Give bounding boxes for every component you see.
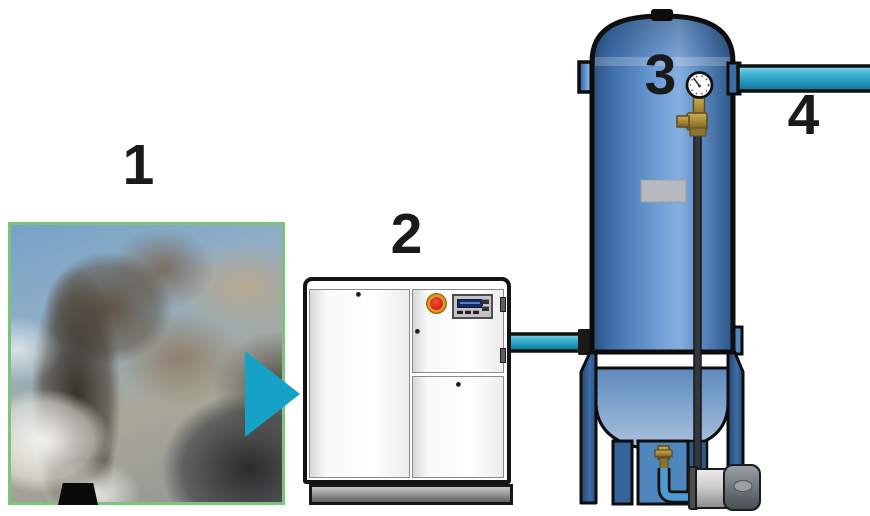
compressor-lower-panel — [412, 376, 504, 478]
tank-label-plate — [640, 179, 687, 203]
compressor-to-tank-pipe — [507, 332, 592, 353]
label-3: 3 — [644, 43, 677, 107]
tank-dome-shading — [592, 16, 733, 70]
label-2: 2 — [390, 202, 423, 266]
smokestack-image — [11, 225, 282, 502]
gauge-elbow-spout — [676, 115, 690, 128]
door-hinge — [500, 297, 506, 312]
lcd-screen — [457, 299, 483, 308]
gauge-needle — [692, 77, 701, 87]
drain-valve-stem — [659, 457, 669, 470]
screw-icon — [356, 292, 361, 297]
screw-icon — [456, 382, 461, 387]
smoke-photo — [8, 222, 285, 505]
label-1: 1 — [122, 133, 155, 197]
gauge-hub — [698, 84, 701, 88]
gauge-elbow — [686, 112, 708, 131]
display-button — [465, 310, 471, 314]
flow-arrow-icon — [245, 351, 300, 437]
gauge-nut — [689, 127, 707, 137]
tank-bottom-dome — [594, 366, 730, 452]
display-button — [473, 310, 479, 314]
outlet-pipe — [736, 64, 870, 93]
condensate-hose — [693, 133, 702, 483]
compressor-unit — [303, 277, 511, 484]
door-hinge — [500, 348, 506, 363]
display-side-button — [482, 299, 489, 304]
tank-leg-left — [579, 346, 598, 505]
auto-drain-badge — [733, 480, 753, 492]
label-4: 4 — [787, 83, 820, 147]
compressor-left-door — [309, 289, 410, 478]
control-display — [452, 294, 493, 319]
emergency-stop-button — [430, 297, 443, 310]
screw-icon — [415, 329, 420, 334]
compressor-base — [309, 484, 513, 505]
tank-shoulder-highlight — [595, 57, 730, 66]
display-side-button — [482, 306, 489, 311]
drain-valve-hex — [654, 449, 673, 458]
display-button — [457, 310, 463, 314]
auto-drain-body — [695, 468, 727, 509]
chimney-shape — [58, 483, 98, 505]
tank-top-cap — [651, 9, 673, 21]
tank-inlet-fitting — [578, 329, 591, 355]
drain-pipe — [660, 468, 695, 501]
gauge-ticks — [689, 75, 710, 95]
tank-inner-leg-left — [611, 439, 634, 506]
